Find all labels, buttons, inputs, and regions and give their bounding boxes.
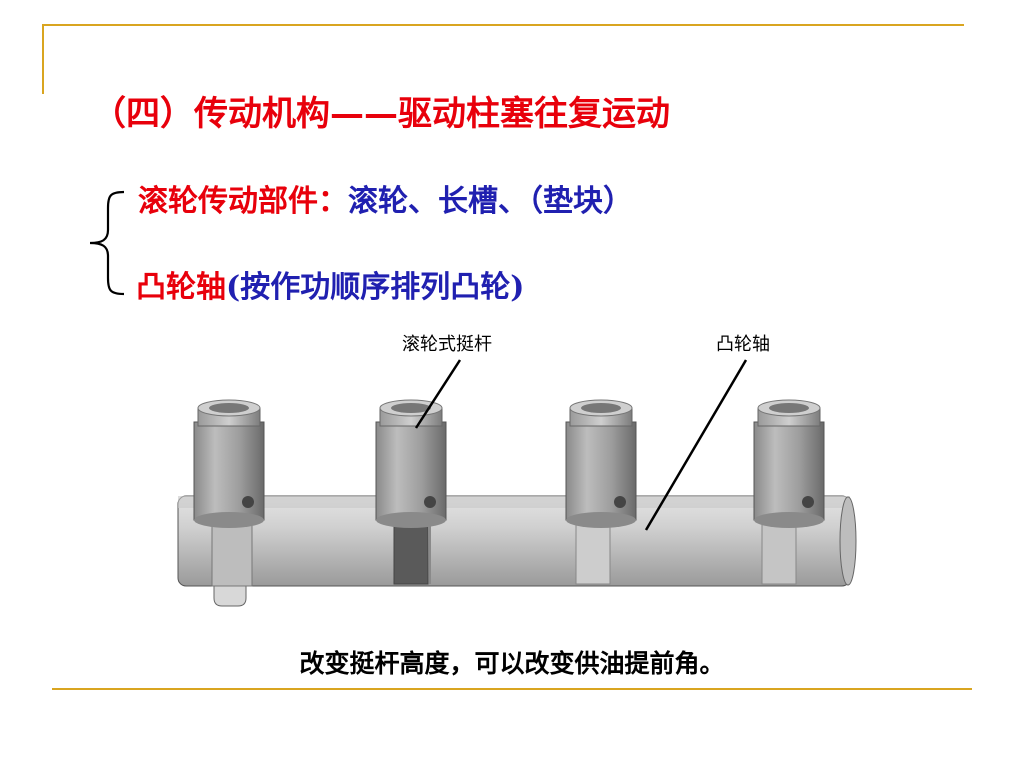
leader-line-roller-tappet — [414, 359, 462, 429]
bottom-rule — [52, 688, 972, 690]
roller-tappet-4 — [753, 399, 825, 528]
camshaft-note: (按作功顺序排列凸轮) — [226, 270, 525, 305]
top-rule — [42, 24, 964, 26]
callout-roller-tappet: 滚轮式挺杆 — [402, 334, 492, 355]
callout-camshaft: 凸轮轴 — [716, 334, 770, 355]
brace-symbol — [89, 190, 125, 296]
roller-tappet-3 — [565, 399, 637, 528]
slide-title: （四）传动机构——驱动柱塞往复运动 — [92, 94, 670, 134]
roller-parts-label: 滚轮传动部件： — [138, 184, 348, 219]
camshaft-label: 凸轮轴 — [136, 270, 226, 305]
roller-tappet-2 — [375, 399, 447, 528]
slide-caption: 改变挺杆高度，可以改变供油提前角。 — [299, 649, 725, 678]
cam-collars — [211, 519, 797, 587]
left-rule — [42, 24, 44, 94]
camshaft-line: 凸轮轴(按作功顺序排列凸轮) — [136, 262, 524, 306]
roller-parts-items: 滚轮、长槽、（垫块） — [348, 184, 633, 219]
roller-tappet-1 — [193, 399, 265, 528]
roller-parts-line: 滚轮传动部件：滚轮、长槽、（垫块） — [138, 176, 633, 220]
camshaft-body — [177, 495, 857, 587]
leader-line-camshaft — [644, 359, 748, 531]
